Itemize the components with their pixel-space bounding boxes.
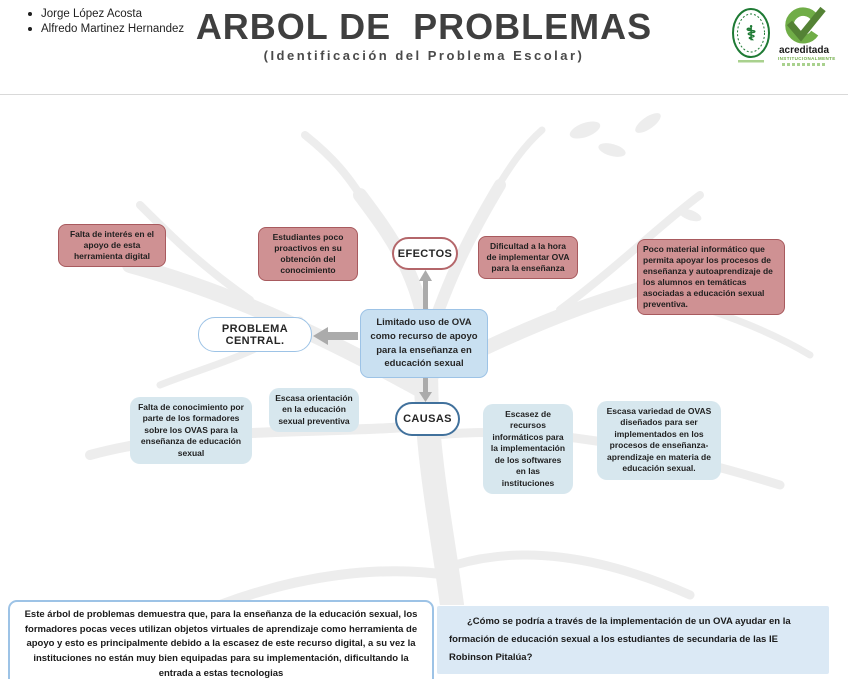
- causes-label: CAUSAS: [395, 402, 460, 436]
- university-seal-logo: ⚕: [732, 8, 770, 63]
- accreditation-subtitle: INSTITUCIONALMENTE: [778, 56, 836, 61]
- research-question: ¿Cómo se podría a través de la implement…: [437, 606, 829, 675]
- accreditation-word: acreditada: [778, 45, 830, 56]
- summary-note: Este árbol de problemas demuestra que, p…: [8, 600, 434, 679]
- header: Jorge López Acosta Alfredo Martinez Hern…: [0, 0, 848, 95]
- author-name: Jorge López Acosta: [41, 8, 143, 20]
- central-problem-box: Limitado uso de OVA como recurso de apoy…: [360, 309, 488, 379]
- accreditation-fineprint: [782, 63, 826, 67]
- header-divider: [0, 94, 848, 95]
- author-name: Alfredo Martinez Hernandez: [41, 23, 185, 35]
- cause-box-4: Escasa variedad de OVAS diseñados para s…: [597, 401, 721, 480]
- effect-box-2: Estudiantes poco proactivos en su obtenc…: [258, 227, 358, 282]
- effect-box-4: Poco material informático que permita ap…: [637, 239, 785, 316]
- arrow-up-icon: [423, 279, 428, 310]
- svg-text:⚕: ⚕: [746, 23, 757, 45]
- accreditation-check-icon: [785, 6, 826, 44]
- page-subtitle: (Identificación del Problema Escolar): [263, 48, 585, 63]
- effects-label: EFECTOS: [392, 237, 458, 270]
- effect-box-3: Dificultad a la hora de implementar OVA …: [478, 236, 578, 280]
- author-item: Alfredo Martinez Hernandez: [28, 23, 184, 35]
- cause-box-1: Falta de conocimiento por parte de los f…: [130, 397, 252, 465]
- cause-box-3: Escasez de recursos informáticos para la…: [483, 404, 573, 495]
- accreditation-logo: acreditada INSTITUCIONALMENTE: [778, 6, 836, 67]
- bullet-icon: [28, 12, 32, 16]
- bullet-icon: [28, 27, 32, 31]
- logo-group: ⚕ acreditada INSTITUCIONALMENTE: [730, 6, 836, 67]
- central-problem-label: PROBLEMA CENTRAL.: [198, 317, 312, 352]
- cause-box-2: Escasa orientación en la educación sexua…: [269, 388, 359, 433]
- page-title: ARBOL DE PROBLEMAS: [195, 6, 653, 47]
- author-item: Jorge López Acosta: [28, 8, 184, 20]
- effect-box-1: Falta de interés en el apoyo de esta her…: [58, 224, 166, 268]
- author-list: Jorge López Acosta Alfredo Martinez Hern…: [28, 8, 184, 38]
